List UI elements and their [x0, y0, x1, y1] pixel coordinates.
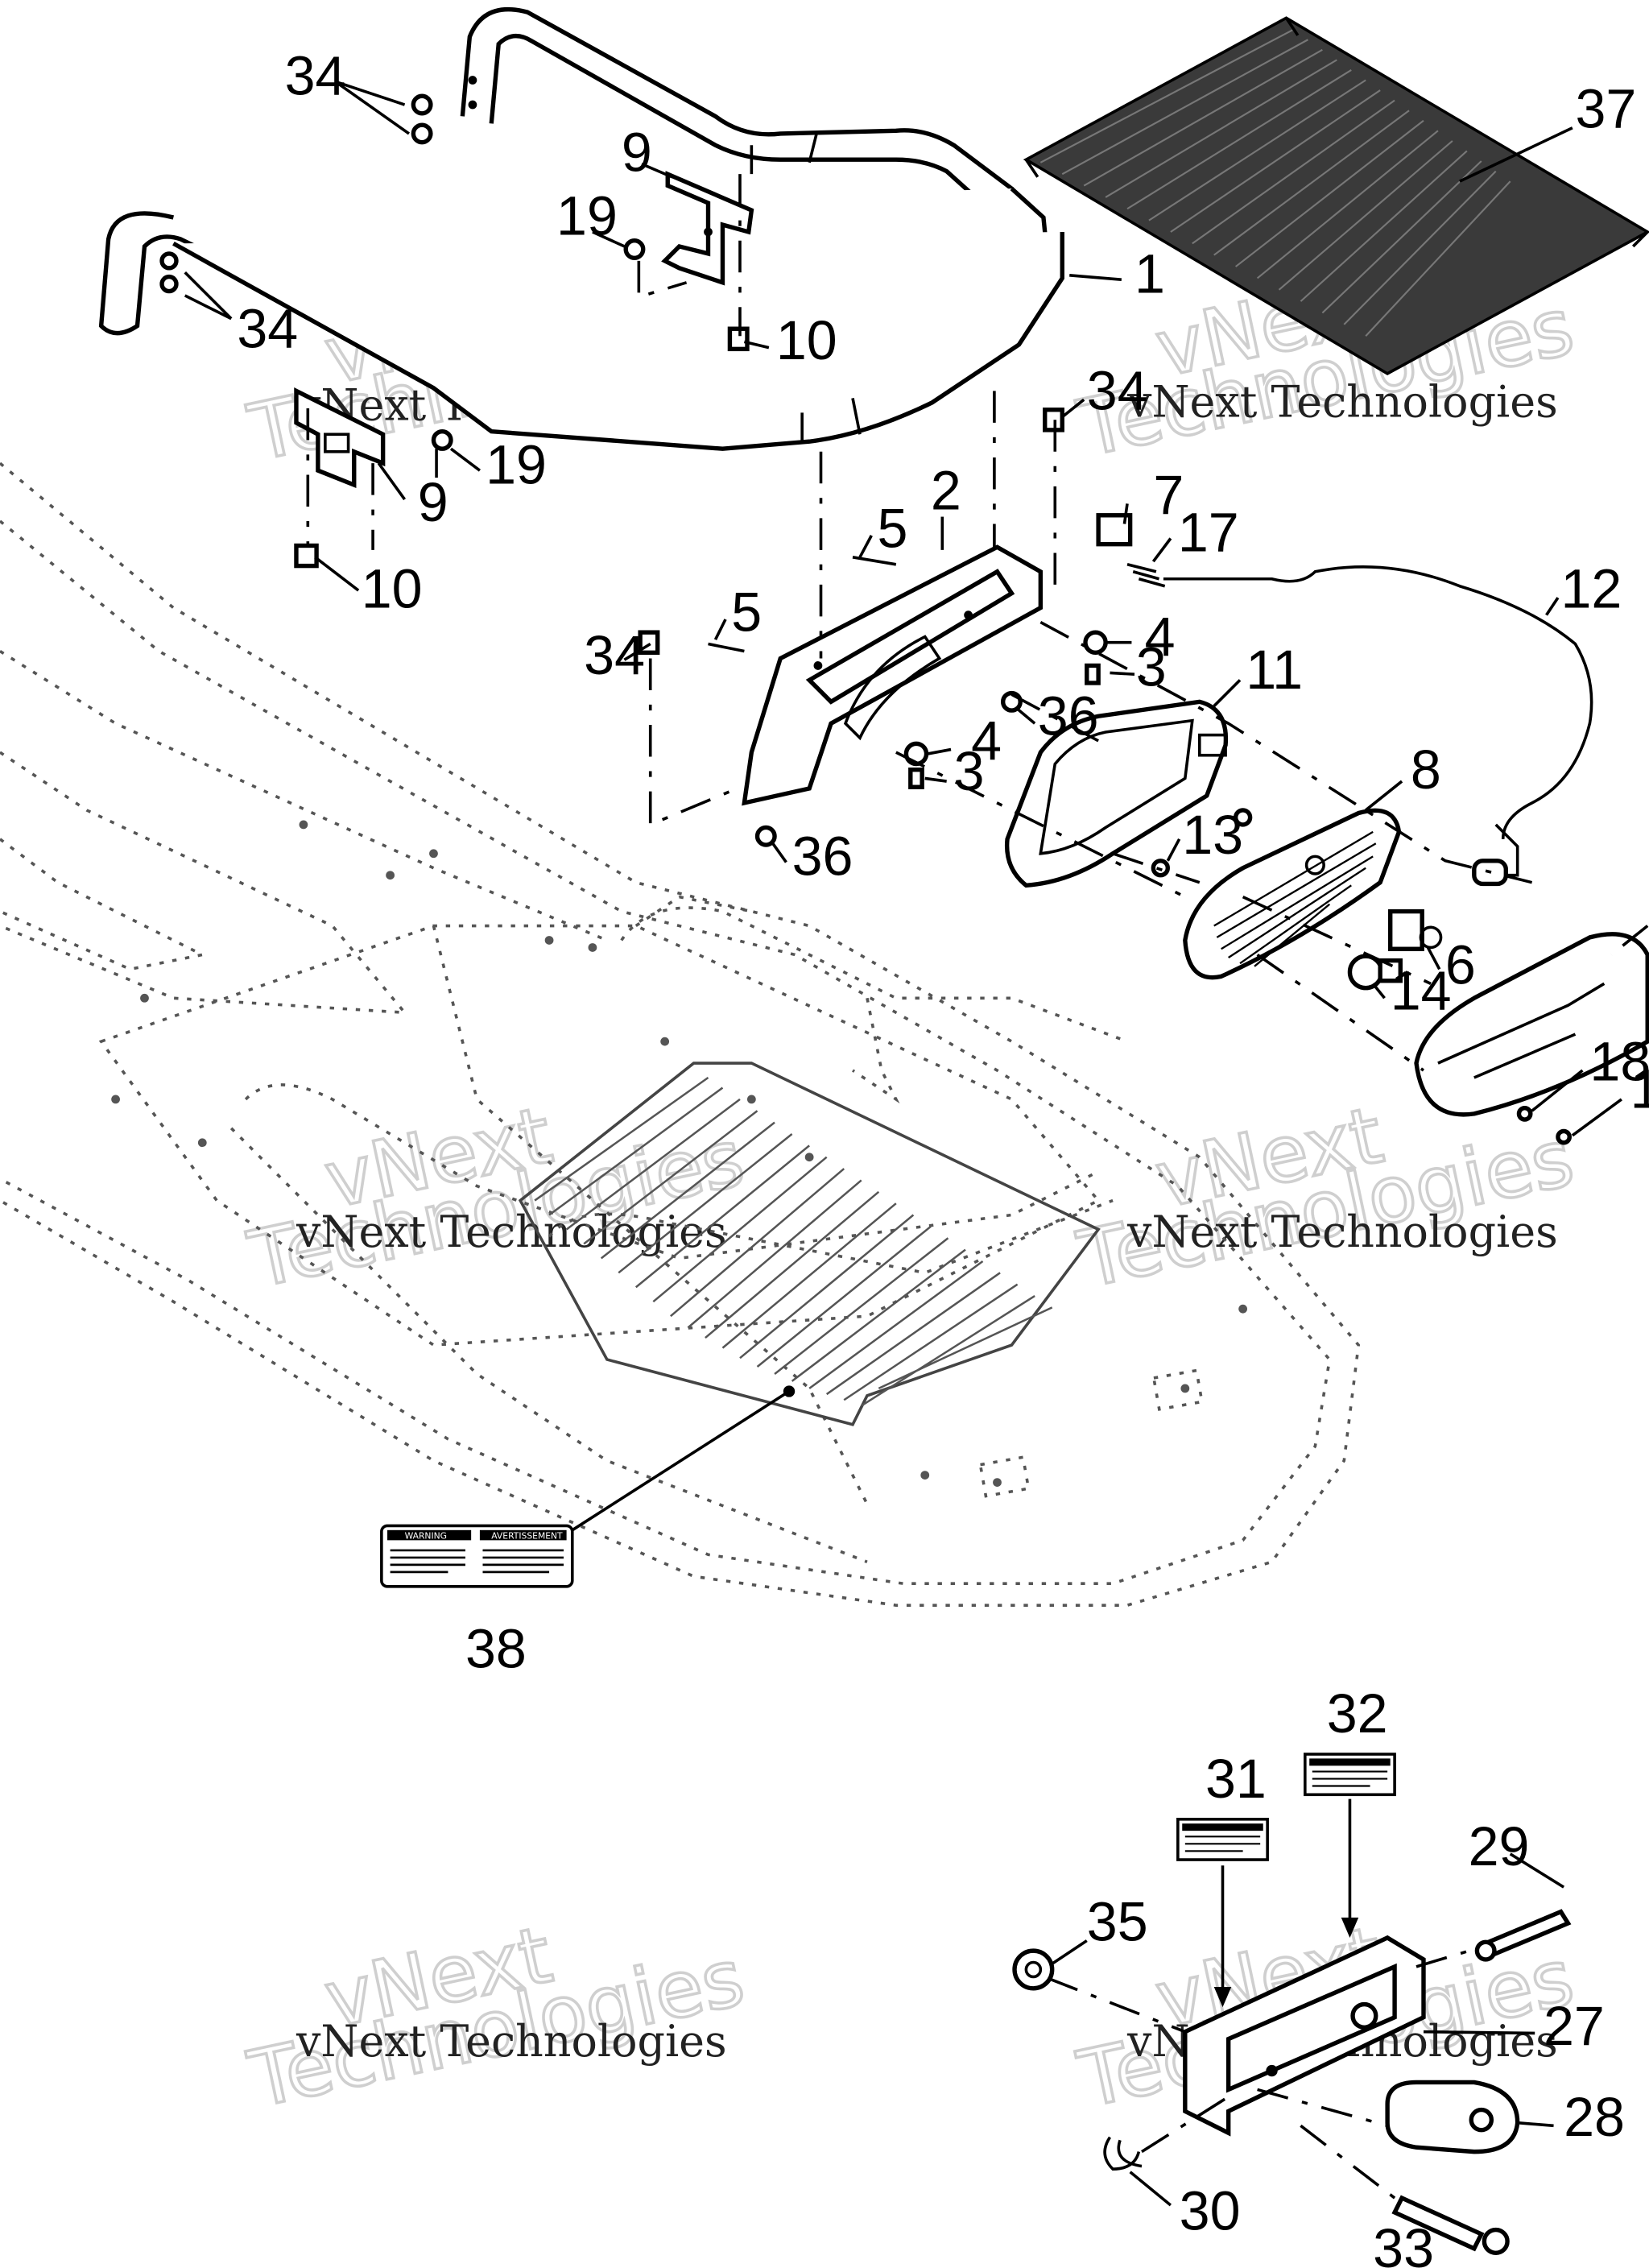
bulb-socket [1388, 908, 1443, 951]
callout-33: 33 [1373, 2218, 1434, 2268]
callout-9: 9 [418, 472, 448, 533]
watermarks: vNext Technologies vNext Technologies vN… [240, 257, 1582, 2127]
callout-36: 36 [1038, 686, 1099, 747]
callout-3: 3 [1136, 637, 1167, 698]
callout-3: 3 [954, 741, 985, 802]
warning-label: WARNING AVERTISSEMENT [380, 1389, 790, 1588]
watermark-5: vNext Technologies vNext Technologies [240, 1908, 753, 2127]
callout-7: 7 [1153, 465, 1184, 526]
callout-28: 28 [1564, 2087, 1625, 2148]
callout-36: 36 [792, 826, 853, 888]
callout-34: 34 [285, 45, 346, 106]
callout-10: 10 [776, 310, 837, 371]
taillight-housing [1004, 699, 1229, 888]
callout-38: 38 [465, 1618, 527, 1679]
callout-2: 2 [931, 461, 961, 522]
callout-37: 37 [1575, 79, 1636, 140]
callout-11: 11 [1246, 639, 1303, 701]
taillight-lens [1414, 932, 1649, 1117]
callout-27: 27 [1544, 1996, 1605, 2057]
avertissement-heading: AVERTISSEMENT [491, 1531, 563, 1542]
callout-13: 13 [1182, 805, 1243, 866]
callout-17: 17 [1178, 503, 1239, 564]
mount-bracket [742, 544, 1044, 806]
bulb [1347, 954, 1403, 991]
decal-31 [1176, 1817, 1269, 2008]
callout-34: 34 [1087, 361, 1148, 422]
callout-1: 1 [1630, 1059, 1649, 1120]
assembly-lines [306, 174, 1649, 1072]
watermark-text: vNext Technologies [295, 2016, 727, 2067]
callout-4: 4 [1145, 606, 1176, 668]
callout-10: 10 [362, 559, 423, 620]
callout-9: 9 [622, 122, 652, 184]
callout-34: 34 [584, 625, 645, 686]
sled-body [0, 461, 1361, 1607]
deck-mat [1023, 16, 1649, 375]
decal-32 [1304, 1753, 1396, 1938]
hitch-assembly [1012, 1753, 1572, 2255]
seat-mat [518, 1062, 1101, 1426]
callout-19: 19 [556, 186, 618, 247]
callout-6: 6 [1445, 934, 1476, 995]
callout-14: 14 [1391, 961, 1452, 1022]
watermark-text: vNext Technologies [1126, 1206, 1558, 1257]
callout-8: 8 [1411, 739, 1441, 801]
watermark-text: vNext Technologies [295, 1206, 727, 1257]
callout-29: 29 [1469, 1816, 1530, 1877]
callout-numbers: 34 9 37 19 1 34 10 34 19 9 2 7 5 17 10 1… [237, 45, 1649, 2268]
handlebar-upper [98, 7, 1064, 451]
callout-5: 5 [878, 498, 908, 559]
bracket-upper [661, 171, 754, 286]
watermark-4: vNext Technologies vNext Technologies [1069, 1088, 1582, 1307]
callout-34: 34 [237, 299, 298, 360]
watermark-text: vNext Technologies [1126, 377, 1558, 428]
callout-31: 31 [1205, 1749, 1267, 1810]
callout-18: 18 [1589, 1032, 1649, 1093]
bracket-lower [294, 387, 386, 489]
fasteners [159, 93, 1572, 1145]
callout-1: 1 [1134, 243, 1165, 304]
callout-12: 12 [1561, 559, 1622, 620]
callout-30: 30 [1180, 2181, 1241, 2242]
callout-5: 5 [731, 581, 762, 643]
callout-32: 32 [1327, 1683, 1388, 1744]
callout-4: 4 [971, 710, 1002, 772]
callout-35: 35 [1087, 1892, 1148, 1953]
reflector [1183, 808, 1402, 980]
leader-lines [184, 80, 1622, 2207]
callout-19: 19 [486, 434, 547, 495]
warning-heading: WARNING [405, 1531, 447, 1542]
